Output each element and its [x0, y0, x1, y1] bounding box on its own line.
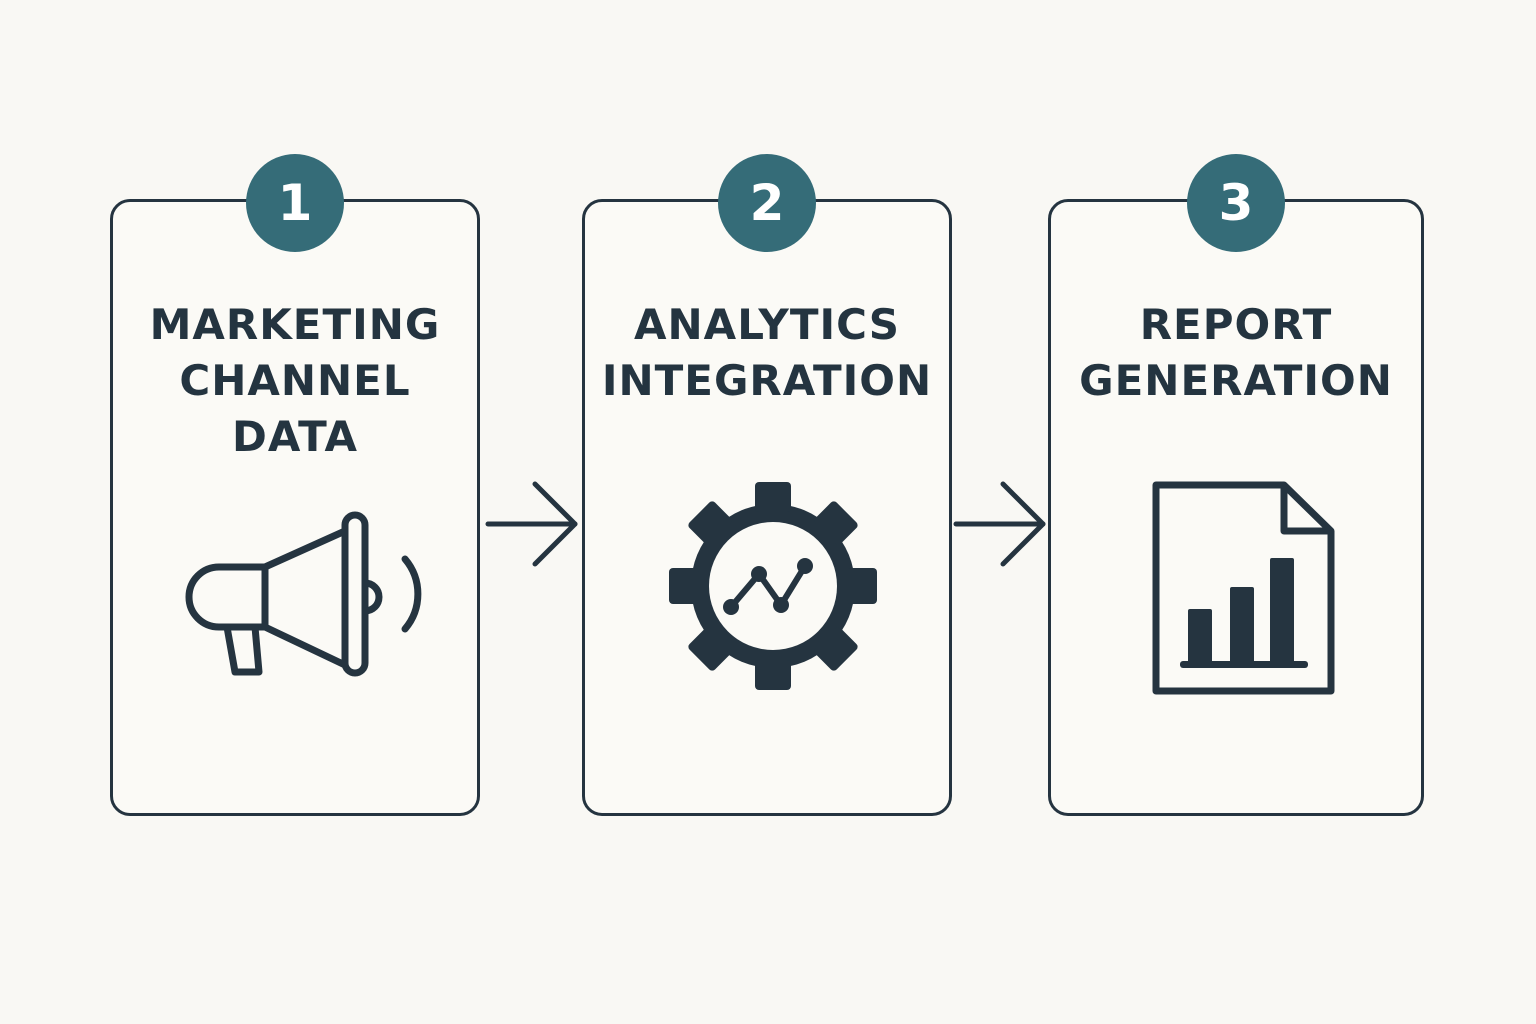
step-title-line: REPORT	[1139, 300, 1333, 349]
step-title-line: ANALYTICS	[634, 300, 900, 349]
megaphone-icon	[185, 511, 422, 677]
gear-trend-icon	[669, 482, 877, 690]
step-title: REPORT GENERATION	[1051, 297, 1421, 409]
step-title-line: DATA	[231, 412, 358, 461]
step-number-badge: 3	[1187, 154, 1285, 252]
step-title-line: CHANNEL	[179, 356, 411, 405]
step-card-marketing-channel-data: 1 MARKETING CHANNEL DATA	[110, 154, 480, 816]
step-card-report-generation: 3 REPORT GENERATION	[1048, 154, 1424, 816]
step-title-line: MARKETING	[149, 300, 441, 349]
step-card-analytics-integration: 2 ANALYTICS INTEGRATION	[582, 154, 952, 816]
step-number-badge: 1	[246, 154, 344, 252]
step-title: MARKETING CHANNEL DATA	[113, 297, 477, 465]
report-chart-icon	[1152, 481, 1335, 695]
step-title: ANALYTICS INTEGRATION	[585, 297, 949, 409]
step-title-line: GENERATION	[1079, 356, 1393, 405]
step-number-badge: 2	[718, 154, 816, 252]
step-title-line: INTEGRATION	[601, 356, 933, 405]
arrow-right-icon	[953, 481, 1046, 567]
arrow-right-icon	[485, 481, 578, 567]
